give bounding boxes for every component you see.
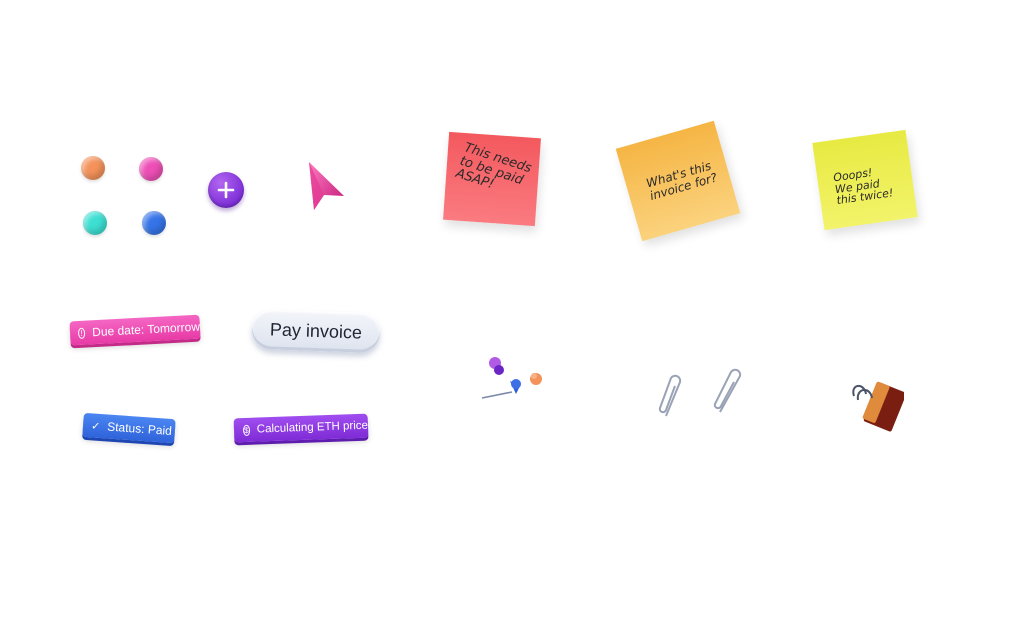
sticky-note-orange-text: What's this invoice for? — [644, 158, 719, 203]
pay-invoice-button[interactable]: Pay invoice — [251, 308, 381, 354]
pay-invoice-label: Pay invoice — [269, 318, 363, 343]
pink-dot — [139, 157, 163, 181]
eth-price-badge: $ Calculating ETH price — [233, 413, 369, 443]
sticky-note-yellow: Ooops! We paid this twice! — [812, 129, 918, 231]
add-button[interactable] — [208, 172, 244, 208]
sticky-note-yellow-text: Ooops! We paid this twice! — [832, 165, 895, 208]
due-date-label: Due date: Tomorrow — [91, 319, 201, 340]
eth-price-label: Calculating ETH price — [256, 419, 369, 436]
push-pins-icon — [481, 357, 542, 399]
sticky-note-red-text: This needs to be paid ASAP! — [453, 140, 534, 193]
check-icon: ✓ — [90, 419, 101, 433]
info-icon: ! — [77, 327, 86, 339]
due-date-badge: ! Due date: Tomorrow — [69, 314, 201, 346]
teal-dot — [83, 211, 107, 235]
cursor-arrow-icon — [309, 162, 344, 210]
status-label: Status: Paid — [106, 419, 173, 438]
dollar-icon: $ — [242, 424, 251, 436]
orange-dot — [81, 156, 105, 180]
sticky-note-orange: What's this invoice for? — [615, 120, 741, 242]
paper-clip-icon-2 — [713, 368, 742, 413]
status-badge: ✓ Status: Paid — [82, 412, 176, 444]
sticky-note-red: This needs to be paid ASAP! — [443, 131, 541, 227]
binder-clip-icon — [852, 381, 904, 432]
paper-clip-icon — [658, 374, 682, 417]
blue-dot — [142, 211, 166, 235]
plus-icon — [217, 181, 235, 199]
